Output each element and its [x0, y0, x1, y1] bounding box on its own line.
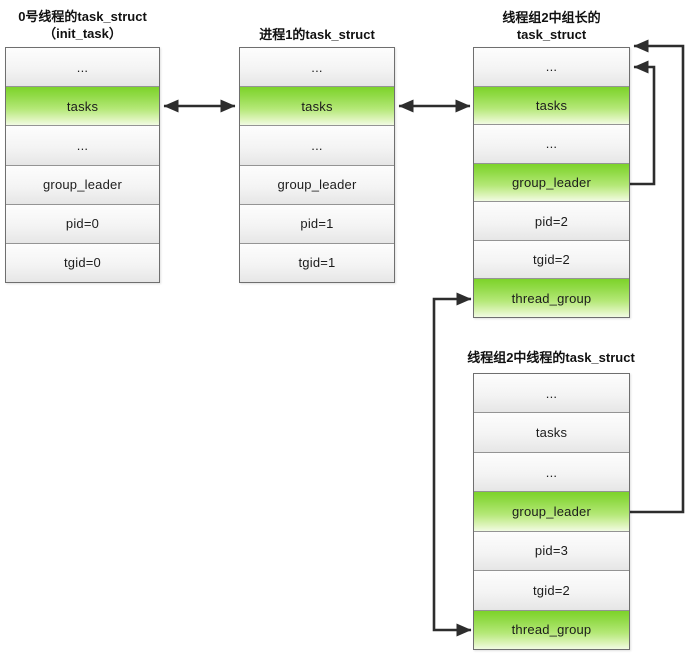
- struct-table-init-task: ... tasks ... group_leader pid=0 tgid=0: [5, 47, 160, 283]
- struct-row-tgid: tgid=0: [6, 243, 159, 283]
- table-title-group2-leader: 线程组2中组长的 task_struct: [473, 9, 630, 43]
- struct-row-group-leader: group_leader: [474, 163, 629, 203]
- struct-row-pid: pid=0: [6, 204, 159, 244]
- table-title-group2-thread: 线程组2中线程的task_struct: [440, 349, 662, 366]
- title-line: 线程组2中线程的task_struct: [467, 350, 635, 365]
- struct-row: ...: [474, 374, 629, 414]
- struct-row-thread-group: thread_group: [474, 279, 629, 318]
- title-line: 进程1的task_struct: [259, 27, 375, 42]
- struct-row: ...: [6, 126, 159, 166]
- struct-row: ...: [474, 48, 629, 87]
- struct-row-tasks: tasks: [474, 86, 629, 126]
- struct-row-pid: pid=3: [474, 531, 629, 572]
- struct-row: ...: [240, 126, 394, 166]
- struct-row: ...: [474, 452, 629, 493]
- struct-row-pid: pid=1: [240, 204, 394, 244]
- title-line: 0号线程的task_struct: [18, 9, 147, 24]
- table-title-init-task: 0号线程的task_struct （init_task）: [5, 8, 160, 42]
- struct-row: ...: [474, 125, 629, 164]
- table-title-process1: 进程1的task_struct: [239, 26, 395, 43]
- struct-row-pid: pid=2: [474, 202, 629, 241]
- struct-table-group2-leader: ... tasks ... group_leader pid=2 tgid=2 …: [473, 47, 630, 318]
- struct-row-thread-group: thread_group: [474, 610, 629, 649]
- struct-row-tasks: tasks: [6, 87, 159, 127]
- struct-row-group-leader: group_leader: [474, 492, 629, 532]
- struct-table-process1: ... tasks ... group_leader pid=1 tgid=1: [239, 47, 395, 283]
- struct-row-tgid: tgid=2: [474, 240, 629, 280]
- struct-row-group-leader: group_leader: [6, 165, 159, 205]
- struct-row-tasks: tasks: [474, 413, 629, 453]
- group-leader-to-leader-arrow: [630, 39, 685, 514]
- struct-table-group2-thread: ... tasks ... group_leader pid=3 tgid=2 …: [473, 373, 630, 650]
- struct-row: ...: [240, 48, 394, 88]
- struct-row-tasks: tasks: [240, 87, 394, 127]
- title-line: （init_task）: [43, 26, 122, 41]
- struct-row-group-leader: group_leader: [240, 165, 394, 205]
- title-line: task_struct: [516, 27, 587, 42]
- struct-row-tgid: tgid=1: [240, 243, 394, 283]
- title-line: 线程组2中组长的: [502, 10, 601, 25]
- struct-row-tgid: tgid=2: [474, 571, 629, 611]
- group-leader-self-arrow: [630, 60, 656, 186]
- struct-row: ...: [6, 48, 159, 88]
